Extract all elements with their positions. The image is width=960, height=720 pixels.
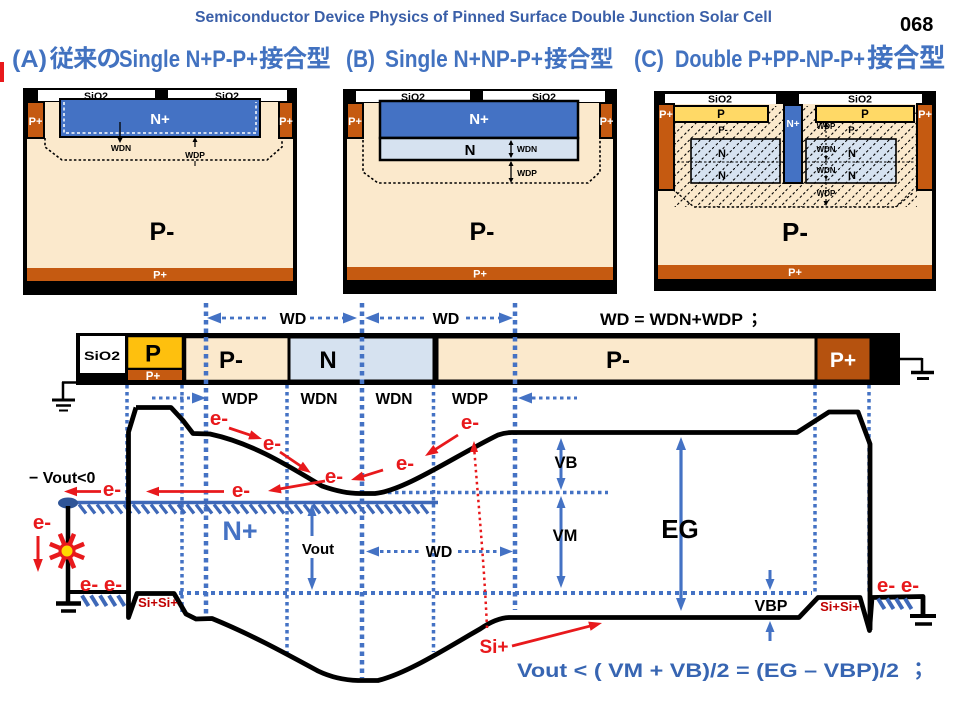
svg-text:P-: P- — [219, 347, 243, 374]
svg-text:N+: N+ — [150, 111, 170, 128]
svg-text:Si+Si+: Si+Si+ — [820, 599, 860, 614]
svg-text:Vout: Vout — [302, 541, 334, 558]
svg-text:VB: VB — [555, 454, 578, 472]
svg-text:P: P — [717, 109, 725, 121]
svg-text:VM: VM — [553, 527, 578, 545]
svg-text:e-: e- — [263, 432, 281, 455]
svg-text:e- e-: e- e- — [877, 574, 919, 597]
svg-text:Semiconductor Device Physics o: Semiconductor Device Physics of Pinned S… — [195, 9, 772, 26]
svg-text:068: 068 — [900, 14, 933, 36]
svg-text:WDP: WDP — [517, 168, 537, 178]
svg-text:WDN: WDN — [111, 143, 131, 153]
svg-text:P+: P+ — [279, 116, 293, 128]
svg-text:N+: N+ — [786, 119, 799, 130]
svg-text:SiO2: SiO2 — [84, 351, 120, 363]
svg-text:N: N — [465, 142, 476, 159]
svg-text:SiO2: SiO2 — [848, 94, 872, 106]
svg-text:P+: P+ — [29, 116, 43, 128]
svg-text:(C): (C) — [634, 46, 664, 73]
svg-text:WD = WDN+WDP: WD = WDN+WDP — [600, 311, 743, 329]
svg-text:EG: EG — [661, 514, 699, 544]
svg-text:P-: P- — [150, 218, 175, 246]
svg-text:P+: P+ — [473, 269, 487, 281]
svg-text:Double P+PP-NP-P+: Double P+PP-NP-P+ — [675, 46, 865, 73]
svg-text:N: N — [718, 148, 726, 160]
svg-text:e-: e- — [210, 407, 228, 430]
svg-text:− Vout<0: − Vout<0 — [29, 470, 95, 487]
svg-text:P-: P- — [782, 217, 808, 247]
svg-text:WDN: WDN — [375, 391, 412, 408]
svg-text:N: N — [319, 347, 336, 374]
svg-text:P+: P+ — [659, 109, 673, 121]
svg-text:P: P — [145, 341, 161, 368]
svg-text:P+: P+ — [146, 371, 161, 383]
svg-text:N: N — [718, 170, 726, 182]
svg-text:Single N+NP-P+: Single N+NP-P+ — [385, 46, 543, 73]
svg-text:Vout < ( VM + VB)/2 = (EG – VB: Vout < ( VM + VB)/2 = (EG – VBP)/2 — [517, 661, 899, 682]
svg-text:(B): (B) — [346, 46, 375, 73]
svg-text:P+: P+ — [348, 116, 362, 128]
svg-text:e-: e- — [325, 465, 343, 488]
svg-text:SiO2: SiO2 — [708, 94, 732, 106]
svg-text:WD: WD — [280, 311, 307, 328]
svg-text:WD: WD — [433, 311, 460, 328]
svg-text:N: N — [848, 170, 856, 182]
svg-text:P-: P- — [848, 125, 858, 136]
svg-text:P+: P+ — [153, 270, 167, 282]
svg-text:P: P — [861, 109, 869, 121]
svg-text:e-: e- — [232, 479, 250, 502]
svg-text:Single N+P-P+: Single N+P-P+ — [119, 46, 258, 73]
svg-text:e-: e- — [33, 511, 51, 534]
svg-text:e-: e- — [103, 478, 121, 501]
svg-text:P-: P- — [470, 218, 495, 246]
svg-text:VBP: VBP — [755, 598, 788, 615]
svg-text:WDP: WDP — [222, 391, 258, 408]
svg-text:WDP: WDP — [452, 391, 488, 408]
svg-text:P+: P+ — [918, 109, 932, 121]
svg-text:N+: N+ — [469, 111, 489, 128]
svg-text:WDN: WDN — [816, 145, 835, 154]
svg-text:(A): (A) — [12, 46, 47, 73]
svg-text:P+: P+ — [600, 116, 614, 128]
svg-text:Si+: Si+ — [479, 637, 508, 658]
svg-text:Si+Si+: Si+Si+ — [138, 595, 178, 610]
svg-text:WDN: WDN — [816, 166, 835, 175]
svg-text:P+: P+ — [788, 267, 802, 279]
svg-text:P-: P- — [606, 347, 630, 374]
svg-text:e-: e- — [396, 452, 414, 475]
svg-text:WDP: WDP — [185, 150, 205, 160]
svg-text:P-: P- — [718, 125, 728, 136]
svg-text:WD: WD — [426, 544, 453, 561]
svg-text:e- e-: e- e- — [80, 573, 122, 596]
svg-text:WDN: WDN — [517, 144, 537, 154]
svg-text:N: N — [848, 148, 856, 160]
svg-text:P+: P+ — [830, 349, 856, 372]
svg-text:WDN: WDN — [300, 391, 337, 408]
svg-text:WDP: WDP — [817, 122, 836, 131]
svg-text:e-: e- — [461, 411, 479, 434]
svg-text:WDP: WDP — [817, 189, 836, 198]
svg-text:N+: N+ — [222, 516, 257, 546]
